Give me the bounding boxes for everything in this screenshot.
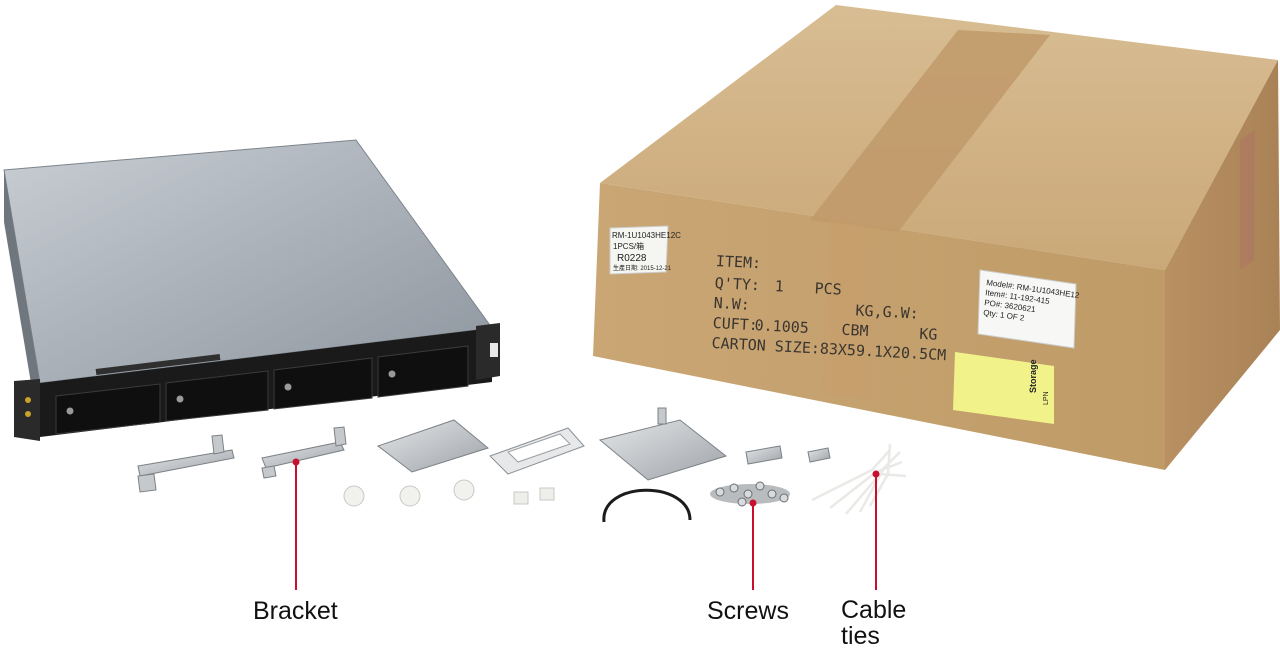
left-label-line-3: R0228 bbox=[617, 253, 647, 264]
bracket-label: Bracket bbox=[253, 597, 338, 625]
bracket-callout-dot bbox=[292, 458, 300, 466]
mounting-plate-large bbox=[598, 419, 728, 481]
cable-ties-label: Cable ties bbox=[841, 597, 906, 649]
server-chassis bbox=[3, 139, 500, 441]
callout-lines bbox=[292, 458, 880, 590]
cable-ties-label-line-2: ties bbox=[841, 622, 880, 650]
rack-ear-left bbox=[14, 379, 40, 441]
cable-clip bbox=[453, 479, 475, 501]
stencil-qty-label: Q'TY: bbox=[714, 274, 760, 294]
tie-mount bbox=[539, 487, 555, 501]
rack-ear-right bbox=[476, 323, 500, 380]
box-stencil-text: ITEM: Q'TY: 1 PCS N.W: KG,G.W: CUFT: 0.1… bbox=[711, 252, 946, 364]
cable-clip bbox=[399, 485, 421, 507]
bracket-part bbox=[261, 426, 347, 479]
screw-pile bbox=[710, 481, 790, 507]
box-label-left: RM-1U1043HE12C 1PCS/箱 R0228 生產日期: 2015-1… bbox=[609, 225, 681, 275]
left-label-line-2: 1PCS/箱 bbox=[613, 241, 644, 251]
stencil-nw-label: N.W: bbox=[713, 294, 750, 314]
stencil-gw-unit: KG bbox=[919, 325, 938, 344]
stencil-item: ITEM: bbox=[715, 252, 761, 272]
stencil-qty-unit: PCS bbox=[814, 279, 842, 298]
stencil-cuft-unit: CBM bbox=[841, 321, 869, 340]
shipping-box: RM-1U1043HE12C 1PCS/箱 R0228 生產日期: 2015-1… bbox=[593, 5, 1280, 470]
sticker-line-2: LPN bbox=[1043, 391, 1050, 405]
bracket-part bbox=[137, 434, 235, 493]
drive-bays bbox=[55, 345, 469, 435]
small-bracket bbox=[807, 447, 831, 463]
screws-callout-dot bbox=[749, 499, 757, 507]
small-bracket bbox=[745, 445, 783, 465]
ground-cable bbox=[602, 488, 692, 523]
screws-label: Screws bbox=[707, 597, 789, 625]
cable-clip bbox=[343, 485, 365, 507]
box-side bbox=[1165, 60, 1280, 470]
left-label-line-1: RM-1U1043HE12C bbox=[612, 231, 681, 240]
mounting-plate bbox=[376, 419, 490, 473]
accessories bbox=[137, 407, 907, 523]
cable-ties-callout-dot bbox=[872, 470, 880, 478]
packing-tape bbox=[810, 30, 1050, 232]
left-label-line-4: 生產日期: 2015-12-21 bbox=[613, 264, 672, 272]
box-label-right: Model#: RM-1U1043HE12 Item#: 11-192-415 … bbox=[977, 269, 1080, 349]
stencil-qty-value: 1 bbox=[774, 277, 784, 295]
box-yellow-sticker: Storage LPN bbox=[953, 352, 1054, 424]
stencil-cuft-value: 0.1005 bbox=[754, 316, 809, 337]
stencil-nw-unit: KG,G.W: bbox=[855, 301, 919, 322]
cable-ties-label-line-1: Cable bbox=[841, 596, 907, 624]
stencil-cuft-label: CUFT: bbox=[712, 314, 758, 334]
sticker-line-1: Storage bbox=[1028, 359, 1038, 393]
tie-mount bbox=[513, 491, 529, 505]
